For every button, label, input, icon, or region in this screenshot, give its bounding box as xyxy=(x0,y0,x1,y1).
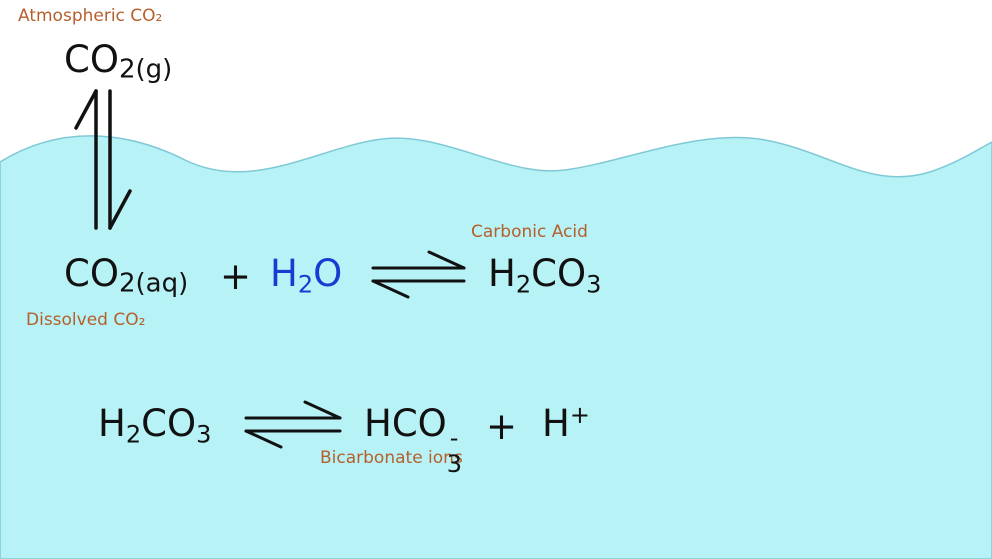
carbonic-reactant-subscript-3: 3 xyxy=(196,420,212,449)
co2-gas-formula: CO2(g) xyxy=(64,38,172,83)
vertical-equilibrium-arrow xyxy=(74,89,132,230)
carbonic-reactant-h: H xyxy=(98,402,126,445)
proton-charge: + xyxy=(569,400,590,429)
bicarbonate-formula: HCO3- xyxy=(364,402,462,476)
plus-sign-2: + xyxy=(486,405,518,448)
water-h: H xyxy=(270,252,298,295)
dissolved-co2-label: Dissolved CO₂ xyxy=(26,310,146,330)
equilibrium-arrow-2 xyxy=(244,400,342,449)
forward-arrow-barb xyxy=(303,400,342,420)
bicarbonate-ions-label: Bicarbonate ions xyxy=(320,448,463,468)
reverse-arrow-barb xyxy=(244,429,283,449)
carbonic-acid-reactant-formula: H2CO3 xyxy=(98,402,211,447)
bicarbonate-hco: HCO xyxy=(364,402,447,445)
atmospheric-co2-label: Atmospheric CO₂ xyxy=(18,6,163,26)
proton-h: H xyxy=(542,402,570,445)
co2-aqueous-formula: CO2(aq) xyxy=(64,252,188,297)
co2-aq-subscript: 2(aq) xyxy=(118,268,189,299)
water-formula: H2O xyxy=(270,252,343,297)
co2-gas-subscript: 2(g) xyxy=(118,54,173,85)
carbonic-subscript-2: 2 xyxy=(515,270,532,299)
co2-aq-base: CO xyxy=(64,252,119,295)
water-subscript: 2 xyxy=(297,270,314,299)
equilibrium-arrow-1 xyxy=(371,250,466,299)
down-arrow-barb xyxy=(108,189,132,230)
water-o: O xyxy=(313,252,343,295)
up-arrow-barb xyxy=(74,89,98,130)
forward-arrow-barb xyxy=(427,250,466,270)
carbonic-subscript-3: 3 xyxy=(586,270,602,299)
carbonic-h: H xyxy=(488,252,516,295)
co2-gas-base: CO xyxy=(64,38,119,81)
carbonic-reactant-subscript-2: 2 xyxy=(125,420,142,449)
carbonic-reactant-co: CO xyxy=(141,402,197,445)
carbonic-acid-formula: H2CO3 xyxy=(488,252,601,297)
reverse-arrow-barb xyxy=(371,279,410,299)
carbonic-co: CO xyxy=(531,252,587,295)
proton-formula: H+ xyxy=(542,402,590,445)
plus-sign: + xyxy=(220,255,252,298)
water-surface-wave xyxy=(0,135,992,559)
carbonic-acid-label: Carbonic Acid xyxy=(471,222,588,242)
